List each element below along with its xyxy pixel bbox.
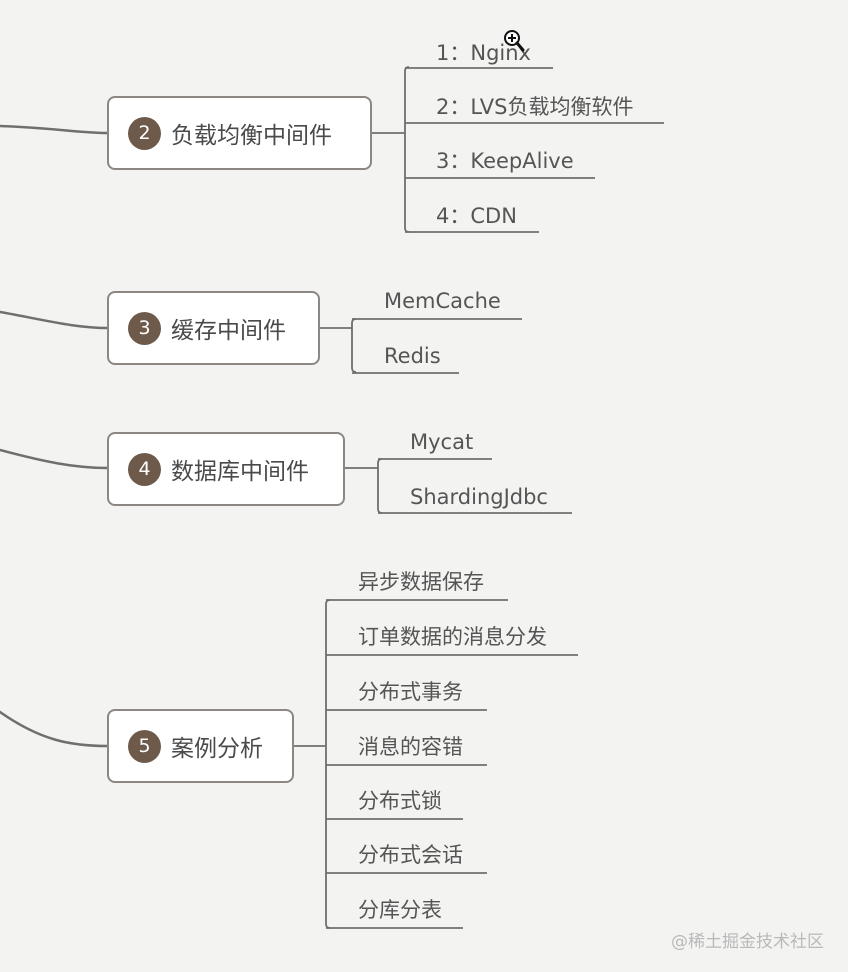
branch-node-5[interactable]: 5 案例分析 bbox=[107, 709, 294, 783]
leaf-item[interactable]: 异步数据保存 bbox=[358, 570, 484, 594]
branch-number-badge: 5 bbox=[128, 729, 161, 763]
leaf-item[interactable]: Redis bbox=[384, 344, 441, 368]
leaf-item[interactable]: 分库分表 bbox=[358, 898, 442, 922]
connector-incoming-branch-3 bbox=[0, 310, 109, 330]
leaf-item[interactable]: 4：CDN bbox=[436, 204, 517, 228]
connector-branch-5-trunk bbox=[325, 599, 331, 929]
connector-incoming-branch-5 bbox=[0, 710, 109, 748]
branch-label: 负载均衡中间件 bbox=[171, 123, 332, 149]
leaf-item[interactable]: 分布式锁 bbox=[358, 789, 442, 813]
connector-branch-2-trunk bbox=[404, 66, 410, 233]
connector-incoming-branch-4 bbox=[0, 448, 109, 470]
leaf-item[interactable]: 订单数据的消息分发 bbox=[358, 625, 547, 649]
watermark-text: @稀土掘金技术社区 bbox=[671, 932, 824, 952]
branch-number-badge: 2 bbox=[128, 116, 161, 150]
leaf-item[interactable]: 1：Nginx bbox=[436, 41, 531, 65]
leaf-item[interactable]: 3：KeepAlive bbox=[436, 149, 574, 173]
branch-node-3[interactable]: 3 缓存中间件 bbox=[107, 291, 320, 365]
branch-label: 案例分析 bbox=[171, 736, 263, 762]
zoom-in-cursor-icon bbox=[504, 30, 525, 52]
leaf-item[interactable]: 分布式事务 bbox=[358, 680, 463, 704]
branch-node-4[interactable]: 4 数据库中间件 bbox=[107, 432, 345, 506]
leaf-item[interactable]: 分布式会话 bbox=[358, 843, 463, 867]
connector-branch-4-trunk bbox=[377, 458, 383, 514]
leaf-item[interactable]: Mycat bbox=[410, 430, 474, 454]
leaf-item[interactable]: 2：LVS负载均衡软件 bbox=[436, 95, 634, 119]
connector-branch-3-trunk bbox=[351, 318, 357, 373]
branch-node-2[interactable]: 2 负载均衡中间件 bbox=[107, 96, 372, 170]
leaf-item[interactable]: ShardingJdbc bbox=[410, 485, 548, 509]
branch-label: 数据库中间件 bbox=[171, 459, 309, 485]
branch-number-badge: 4 bbox=[128, 452, 161, 486]
leaf-item[interactable]: 消息的容错 bbox=[358, 735, 463, 759]
connector-incoming-branch-2 bbox=[0, 124, 109, 135]
branch-label: 缓存中间件 bbox=[171, 318, 286, 344]
leaf-item[interactable]: MemCache bbox=[384, 289, 501, 313]
branch-number-badge: 3 bbox=[128, 311, 161, 345]
